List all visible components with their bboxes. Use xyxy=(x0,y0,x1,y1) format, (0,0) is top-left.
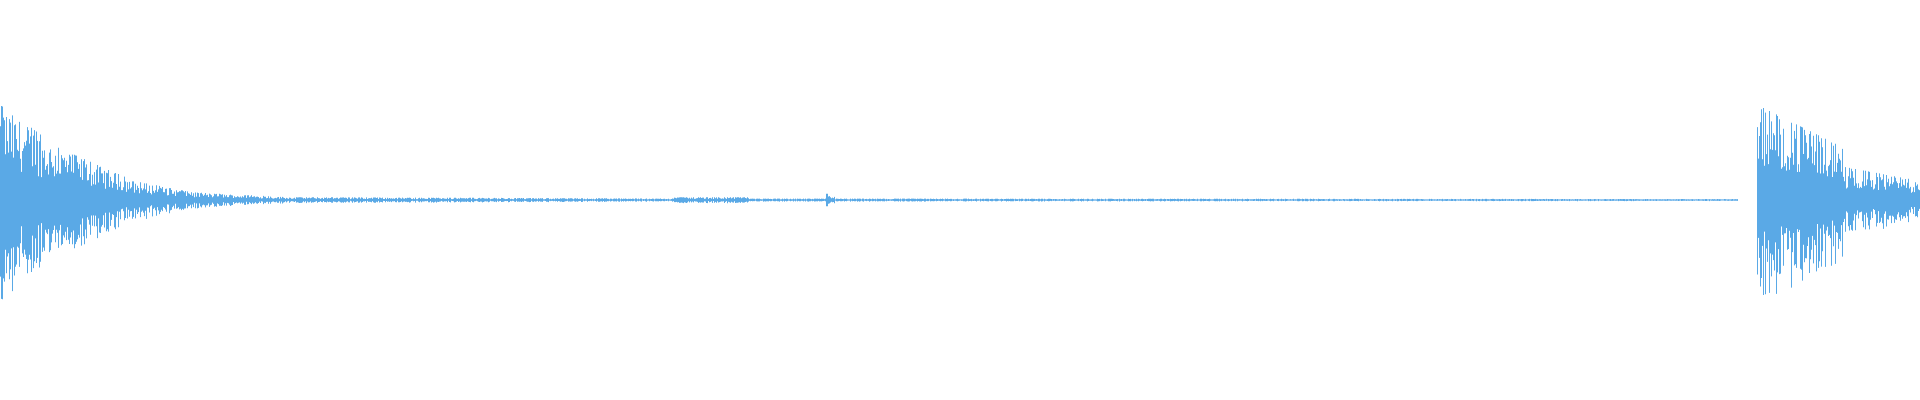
waveform-amplitude xyxy=(0,106,1920,300)
